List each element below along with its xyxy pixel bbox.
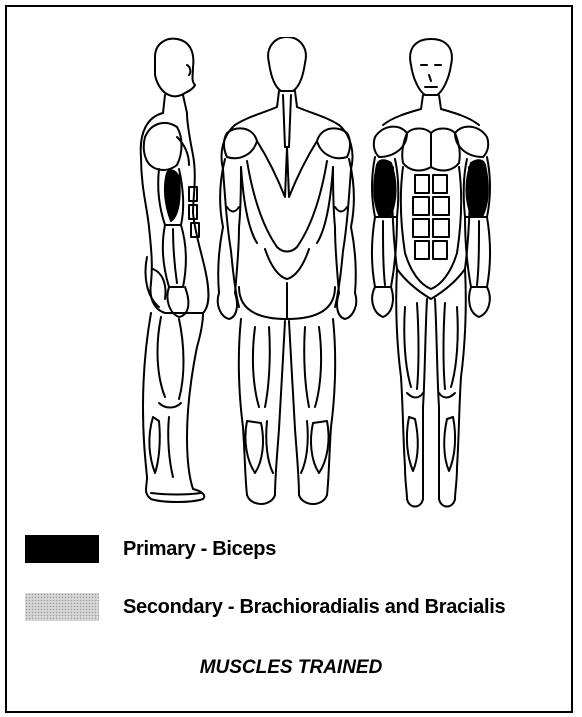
primary-label: Primary - Biceps bbox=[123, 538, 276, 561]
secondary-label: Secondary - Brachioradialis and Braciali… bbox=[123, 596, 505, 619]
side-biceps-primary bbox=[165, 170, 180, 221]
primary-swatch bbox=[25, 535, 99, 563]
back-view-figure bbox=[218, 37, 357, 504]
legend-secondary: Secondary - Brachioradialis and Braciali… bbox=[25, 593, 505, 621]
secondary-swatch bbox=[25, 593, 99, 621]
front-view-figure bbox=[372, 39, 490, 507]
front-biceps-primary-left bbox=[374, 160, 395, 215]
side-view-figure bbox=[141, 39, 209, 502]
diagram-frame: Primary - Biceps Secondary - Brachioradi… bbox=[5, 5, 573, 713]
legend-primary: Primary - Biceps bbox=[25, 535, 276, 563]
diagram-title: MUSCLES TRAINED bbox=[7, 657, 575, 679]
front-biceps-primary-right bbox=[467, 160, 488, 215]
muscle-figures bbox=[107, 37, 527, 517]
